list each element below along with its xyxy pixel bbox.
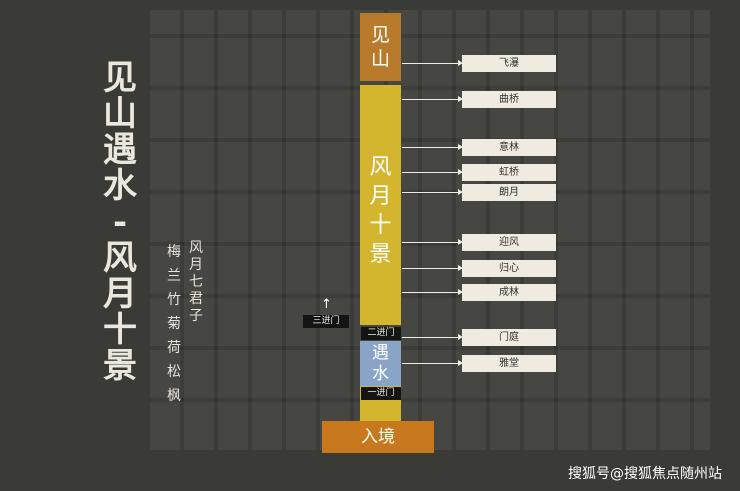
- gentleman-item: 梅: [167, 244, 181, 260]
- label-langyue: 朗月: [462, 184, 556, 201]
- segment-char: 水: [372, 364, 389, 384]
- arrow-icon: [402, 60, 463, 66]
- up-arrow-icon: ↑: [321, 297, 332, 312]
- subtitle-seven-gentlemen: 风 月 七 君 子: [188, 240, 204, 325]
- segment-char: 山: [370, 48, 390, 70]
- segment-char: 见: [370, 24, 390, 46]
- segment-char: 遇: [372, 343, 389, 363]
- gentleman-item: 枫: [167, 388, 181, 404]
- title-char: 风: [103, 238, 137, 278]
- label-yilin: 意林: [462, 139, 556, 156]
- gentleman-item: 菊: [167, 316, 181, 332]
- arrow-icon: [402, 144, 463, 150]
- arrow-icon: [402, 239, 463, 245]
- segment-char: 风: [369, 155, 392, 180]
- segment-entry: 入境: [322, 421, 434, 453]
- label-guixin: 归心: [462, 260, 556, 277]
- arrow-icon: [402, 265, 463, 271]
- label-yingfeng: 迎风: [462, 234, 556, 251]
- arrow-icon: [402, 169, 463, 175]
- title-char: 山: [103, 94, 137, 134]
- gate-second: 二进门: [361, 327, 401, 340]
- arrow-icon: [402, 96, 463, 102]
- gate-third: 三进门: [303, 315, 349, 328]
- subtitle-char: 风: [189, 240, 203, 256]
- arrow-icon: [402, 189, 463, 195]
- subtitle-char: 月: [189, 257, 203, 273]
- title-char: 水: [103, 166, 137, 206]
- arrow-icon: [402, 334, 463, 340]
- label-yatang: 雅堂: [462, 355, 556, 372]
- gate-first: 一进门: [361, 387, 401, 400]
- gentlemen-list: 梅 兰 竹 菊 荷 松 枫: [166, 240, 182, 408]
- main-title: 见 山 遇 水 - 风 月 十 景: [100, 60, 140, 384]
- title-char: 见: [103, 58, 137, 98]
- title-char: 十: [103, 310, 137, 350]
- label-chenglin: 成林: [462, 284, 556, 301]
- title-char: 遇: [103, 130, 137, 170]
- subtitle-char: 子: [189, 308, 203, 324]
- label-quqiao: 曲桥: [462, 91, 556, 108]
- label-feipu: 飞瀑: [462, 55, 556, 72]
- segment-char: 景: [369, 242, 392, 267]
- arrow-icon: [402, 289, 463, 295]
- gentleman-item: 兰: [167, 268, 181, 284]
- gentleman-item: 松: [167, 364, 181, 380]
- segment-yushui: 遇 水: [360, 341, 401, 386]
- segment-fengyue: 风 月 十 景: [360, 85, 401, 325]
- segment-char: 月: [369, 184, 392, 209]
- title-char: 景: [103, 346, 137, 386]
- arrow-icon: [402, 360, 463, 366]
- title-char: -: [112, 202, 128, 242]
- gentleman-item: 荷: [167, 340, 181, 356]
- site-plan-background: [150, 10, 710, 450]
- watermark: 搜狐号@搜狐焦点随州站: [568, 466, 722, 482]
- gentleman-item: 竹: [167, 292, 181, 308]
- title-char: 月: [103, 274, 137, 314]
- label-hongqiao: 虹桥: [462, 164, 556, 181]
- segment-jianshan: 见 山: [360, 13, 401, 81]
- segment-char: 十: [369, 213, 392, 238]
- label-menting: 门庭: [462, 329, 556, 346]
- subtitle-char: 君: [189, 291, 203, 307]
- subtitle-char: 七: [189, 274, 203, 290]
